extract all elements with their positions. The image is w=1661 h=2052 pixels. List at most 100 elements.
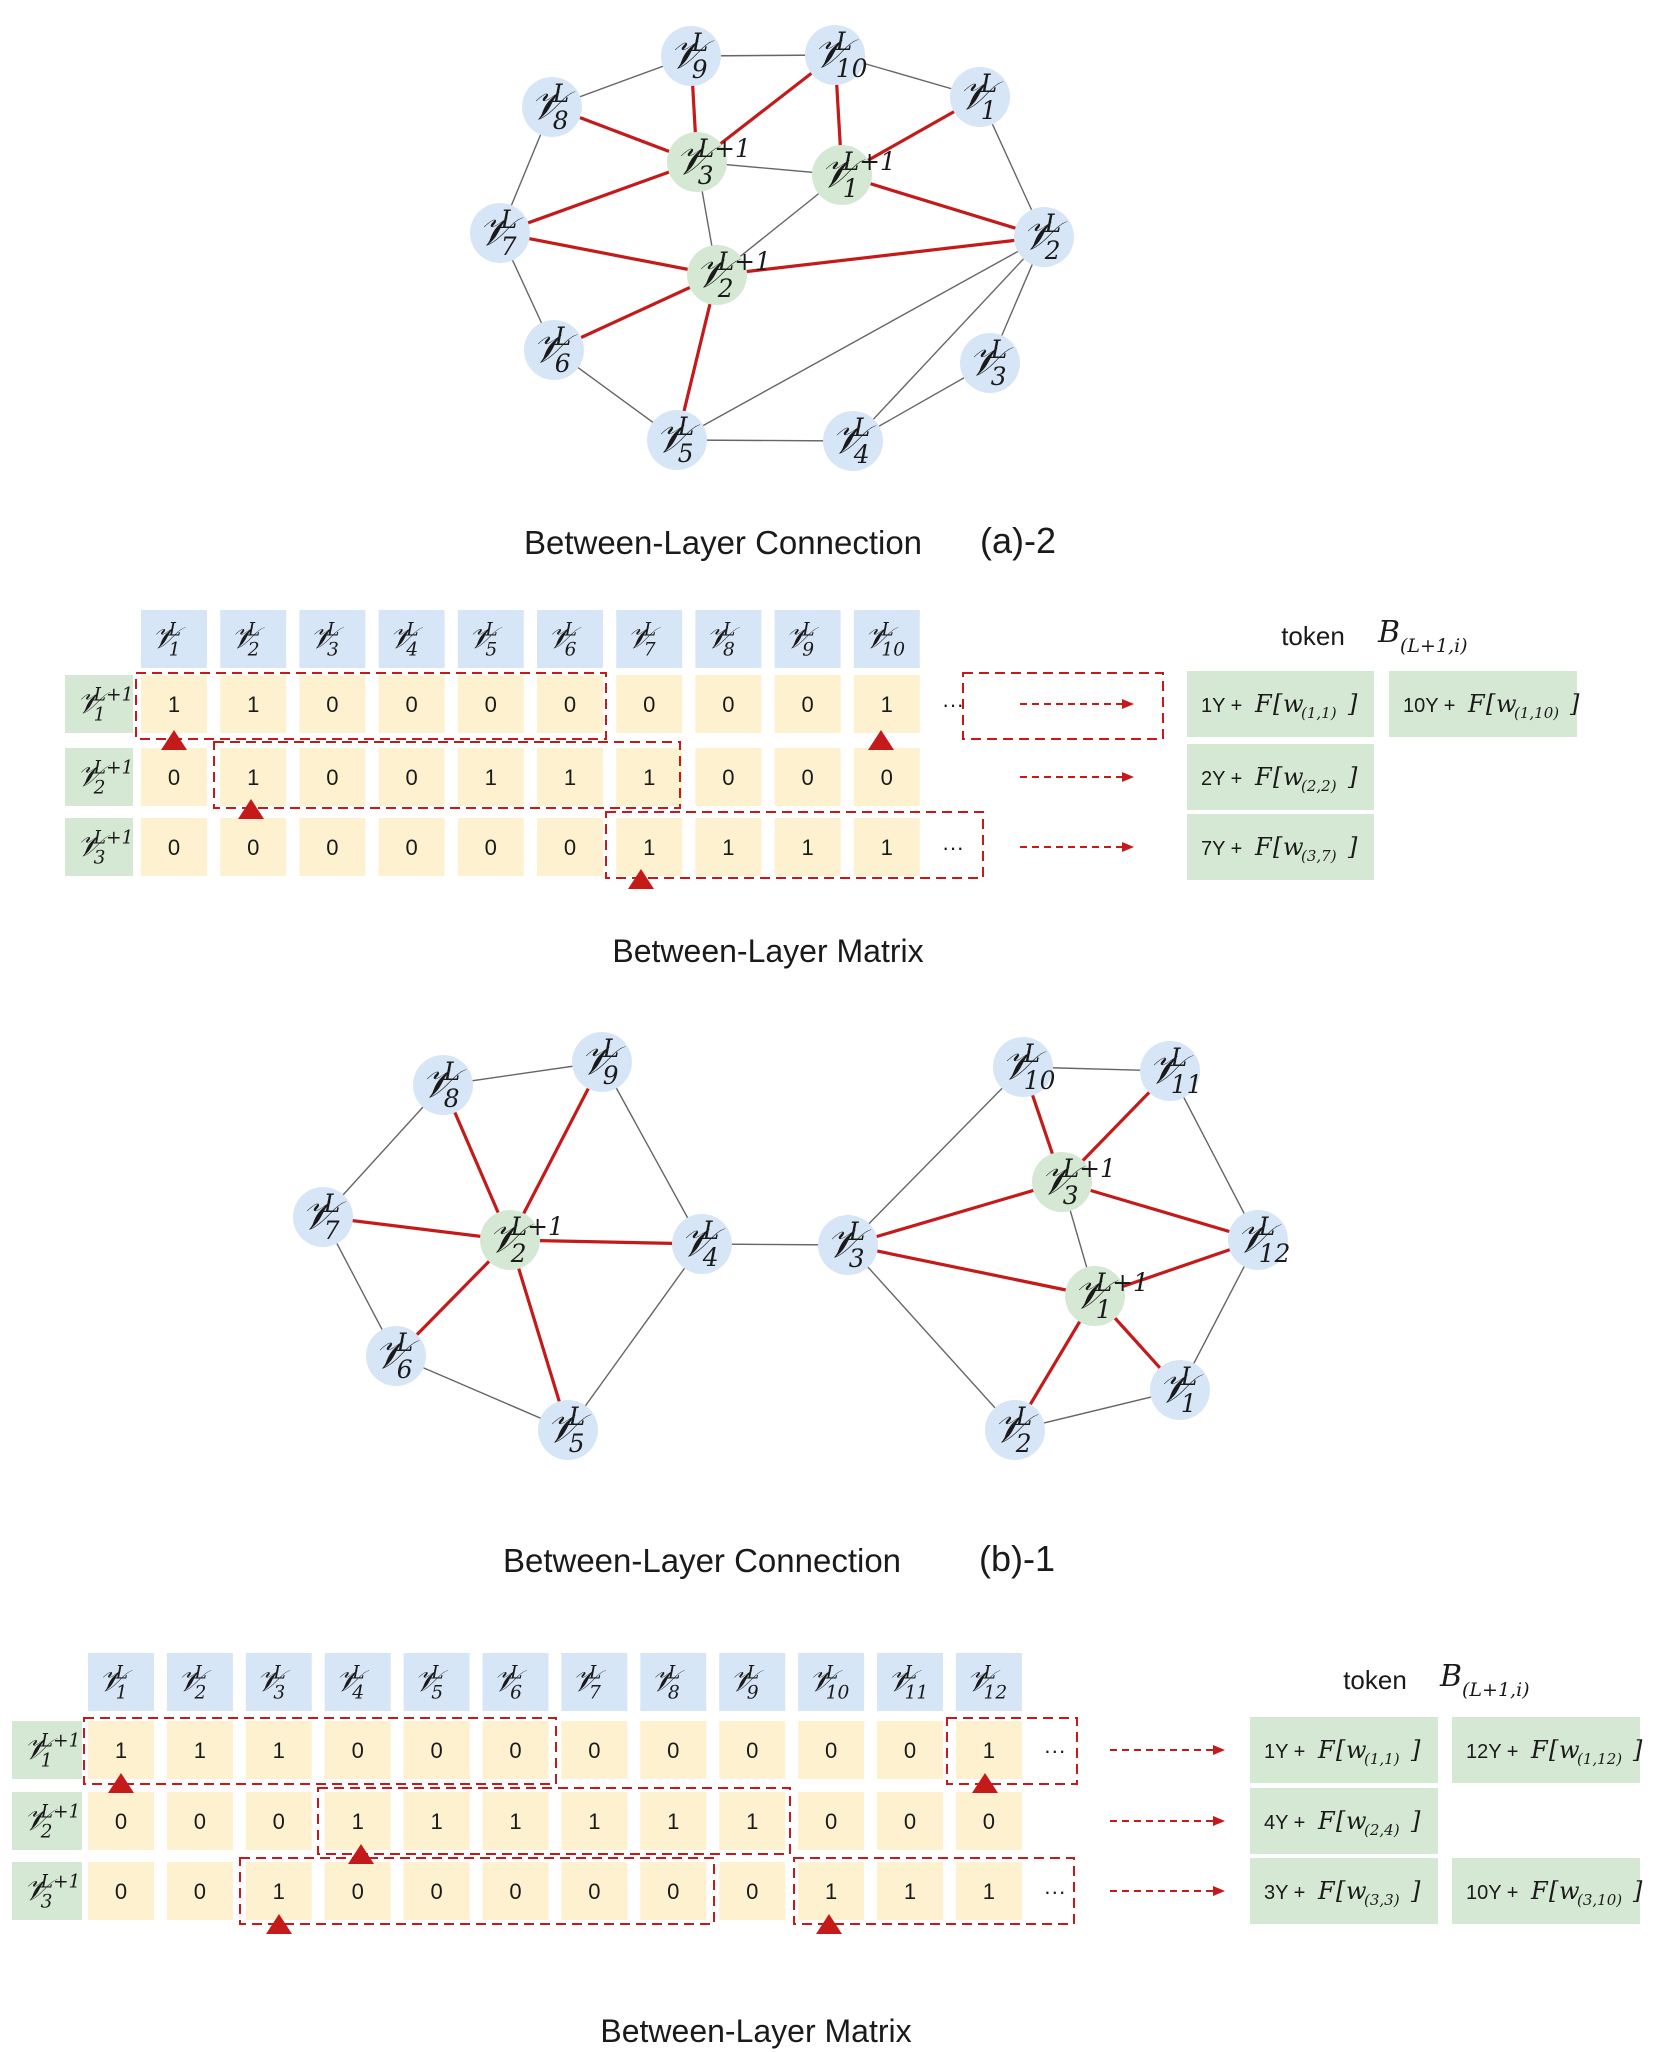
- a-token-3-1: 7Y +F[w(3,7)]: [1187, 814, 1374, 880]
- b-node-v5-circle: [538, 1400, 598, 1460]
- b-col-header-3: 𝒱L3: [245, 1653, 312, 1711]
- a-col-header-label-1-sup: L: [168, 619, 181, 640]
- a-col-header-3: 𝒱L3: [299, 610, 366, 668]
- b-col-header-label-12-sub: 12: [984, 1683, 1008, 1704]
- b-cell-value-3-11: 1: [904, 1879, 916, 1904]
- b-node-v4-label-sub: 4: [702, 1243, 719, 1272]
- a-cell-2-6: 1: [537, 748, 603, 806]
- b-cell-value-3-8: 0: [667, 1879, 679, 1904]
- a-token-wsub-2-1: (2,2): [1301, 777, 1337, 795]
- b-red-edge-g3-v12: [1061, 1180, 1259, 1242]
- a-cell-bg-3-7: [616, 818, 683, 876]
- b-cell-1-9: 0: [719, 1721, 786, 1779]
- panel-b-token-label: token: [1343, 1665, 1407, 1695]
- b-node-v6-label: 𝒱L6: [374, 1328, 420, 1384]
- b-node-g3-circle: [1032, 1152, 1092, 1212]
- b-node-v10-label-sup: L: [1023, 1039, 1040, 1068]
- b-cell-3-12: 1: [955, 1862, 1022, 1920]
- a-row-header-label-1-sub: 1: [94, 705, 106, 726]
- a-row-header-bg-1: [65, 675, 133, 733]
- a-node-v5-label-sub: 5: [678, 439, 694, 468]
- b-col-header-label-4-sup: L: [351, 1662, 364, 1683]
- a-token-wsub-1-2: (1,10): [1514, 704, 1559, 722]
- b-col-header-label-12-sup: L: [983, 1662, 996, 1683]
- a-node-v3-circle: [960, 333, 1020, 393]
- b-cell-3-9: 0: [719, 1862, 786, 1920]
- a-col-header-label-5-sup: L: [484, 619, 497, 640]
- a-node-v3-label: 𝒱L3: [968, 335, 1014, 391]
- a-cell-2-10: 0: [853, 748, 920, 806]
- a-node-v7-circle: [470, 203, 530, 263]
- a-col-header-label-5-sub: 5: [485, 640, 497, 661]
- a-col-header-label-7-sub: 7: [644, 640, 656, 661]
- b-cell-bg-3-3: [245, 1862, 312, 1920]
- b-cell-value-3-7: 0: [588, 1879, 600, 1904]
- a-col-header-label-5: 𝒱L5: [468, 619, 502, 660]
- a-col-header-1: 𝒱L1: [141, 610, 207, 668]
- a-cell-bg-3-6: [537, 818, 603, 876]
- b-cell-2-8: 1: [640, 1792, 707, 1850]
- a-col-header-label-1-sub: 1: [169, 640, 181, 661]
- a-cell-bg-2-6: [537, 748, 603, 806]
- b-cell-bg-3-4: [324, 1862, 391, 1920]
- b-gray-edge-v11-v12: [1169, 1070, 1259, 1241]
- a-node-v6-label-sub: 6: [555, 349, 571, 378]
- b-col-header-label-3-sup: L: [272, 1662, 285, 1683]
- a-cell-value-1-4: 0: [405, 692, 417, 717]
- a-col-header-label-6-sup: L: [564, 619, 577, 640]
- a-row-ellipsis-1: ···: [942, 692, 964, 717]
- a-col-header-label-1: 𝒱L1: [152, 619, 186, 660]
- b-cell-bg-2-8: [640, 1792, 707, 1850]
- a-cell-value-3-7: 1: [643, 835, 655, 860]
- b-cell-value-2-3: 0: [273, 1809, 285, 1834]
- b-node-v7-circle: [293, 1187, 353, 1247]
- a-token-wsub-1-1: (1,1): [1301, 704, 1337, 722]
- a-node-g2-label-sub: 2: [717, 274, 734, 303]
- b-cell-bg-3-5: [403, 1862, 470, 1920]
- b-row-header-label-2-sub: 2: [40, 1822, 53, 1843]
- a-col-header-2: 𝒱L2: [220, 610, 287, 668]
- b-col-header-label-7-sub: 7: [589, 1683, 601, 1704]
- a-cell-value-3-9: 1: [801, 835, 813, 860]
- a-token-lbracket-2-1: [: [1273, 763, 1283, 791]
- a-node-v7-label: 𝒱L7: [478, 205, 524, 261]
- b-cell-value-2-5: 1: [430, 1809, 442, 1834]
- a-cell-value-2-2: 1: [247, 765, 259, 790]
- b-node-v8-label-sup: L: [443, 1057, 460, 1086]
- b-cell-2-6: 1: [482, 1792, 549, 1850]
- b-token-wsub-2-1: (2,4): [1364, 1821, 1400, 1839]
- b-col-header-bg-1: [88, 1653, 154, 1711]
- b-cell-1-3: 1: [245, 1721, 312, 1779]
- b-cell-value-1-9: 0: [746, 1738, 758, 1763]
- a-row-ellipsis-3: ···: [942, 835, 964, 860]
- b-node-g1-label: 𝒱L+11: [1073, 1268, 1149, 1324]
- b-row-arrowhead-2: [1213, 1816, 1225, 1826]
- b-node-v5-label: 𝒱L5: [546, 1402, 592, 1458]
- a-token-F-2-1: F: [1254, 763, 1273, 791]
- b-row-header-bg-2: [12, 1792, 82, 1850]
- a-row-header-label-3: 𝒱L+13: [77, 827, 134, 868]
- b-cell-bg-1-8: [640, 1721, 707, 1779]
- b-token-prefix-1-2: 12Y +: [1466, 1741, 1518, 1763]
- b-token-w-2-1: w: [1346, 1807, 1367, 1835]
- b-cell-2-4: 1: [324, 1792, 391, 1850]
- b-group-box-4: [239, 1857, 715, 1925]
- a-cell-value-2-9: 0: [801, 765, 813, 790]
- a-node-v1-label: 𝒱L1: [958, 69, 1004, 125]
- a-col-header-bg-6: [537, 610, 603, 668]
- a-node-g3-circle: [667, 132, 727, 192]
- a-node-g1: 𝒱L+11: [812, 145, 896, 205]
- panel-a-token-label: token: [1281, 621, 1345, 651]
- b-node-g1-label-sub: 1: [1096, 1295, 1112, 1324]
- a-col-header-label-8-sub: 8: [723, 640, 735, 661]
- a-marker-triangle-3: [238, 799, 264, 819]
- b-col-header-label-2-sub: 2: [194, 1683, 207, 1704]
- a-node-v9-label: 𝒱L9: [669, 28, 715, 84]
- b-row-header-label-2-sup: L+1: [40, 1801, 81, 1822]
- a-cell-2-2: 1: [220, 748, 287, 806]
- b-col-header-label-8: 𝒱L8: [651, 1662, 685, 1703]
